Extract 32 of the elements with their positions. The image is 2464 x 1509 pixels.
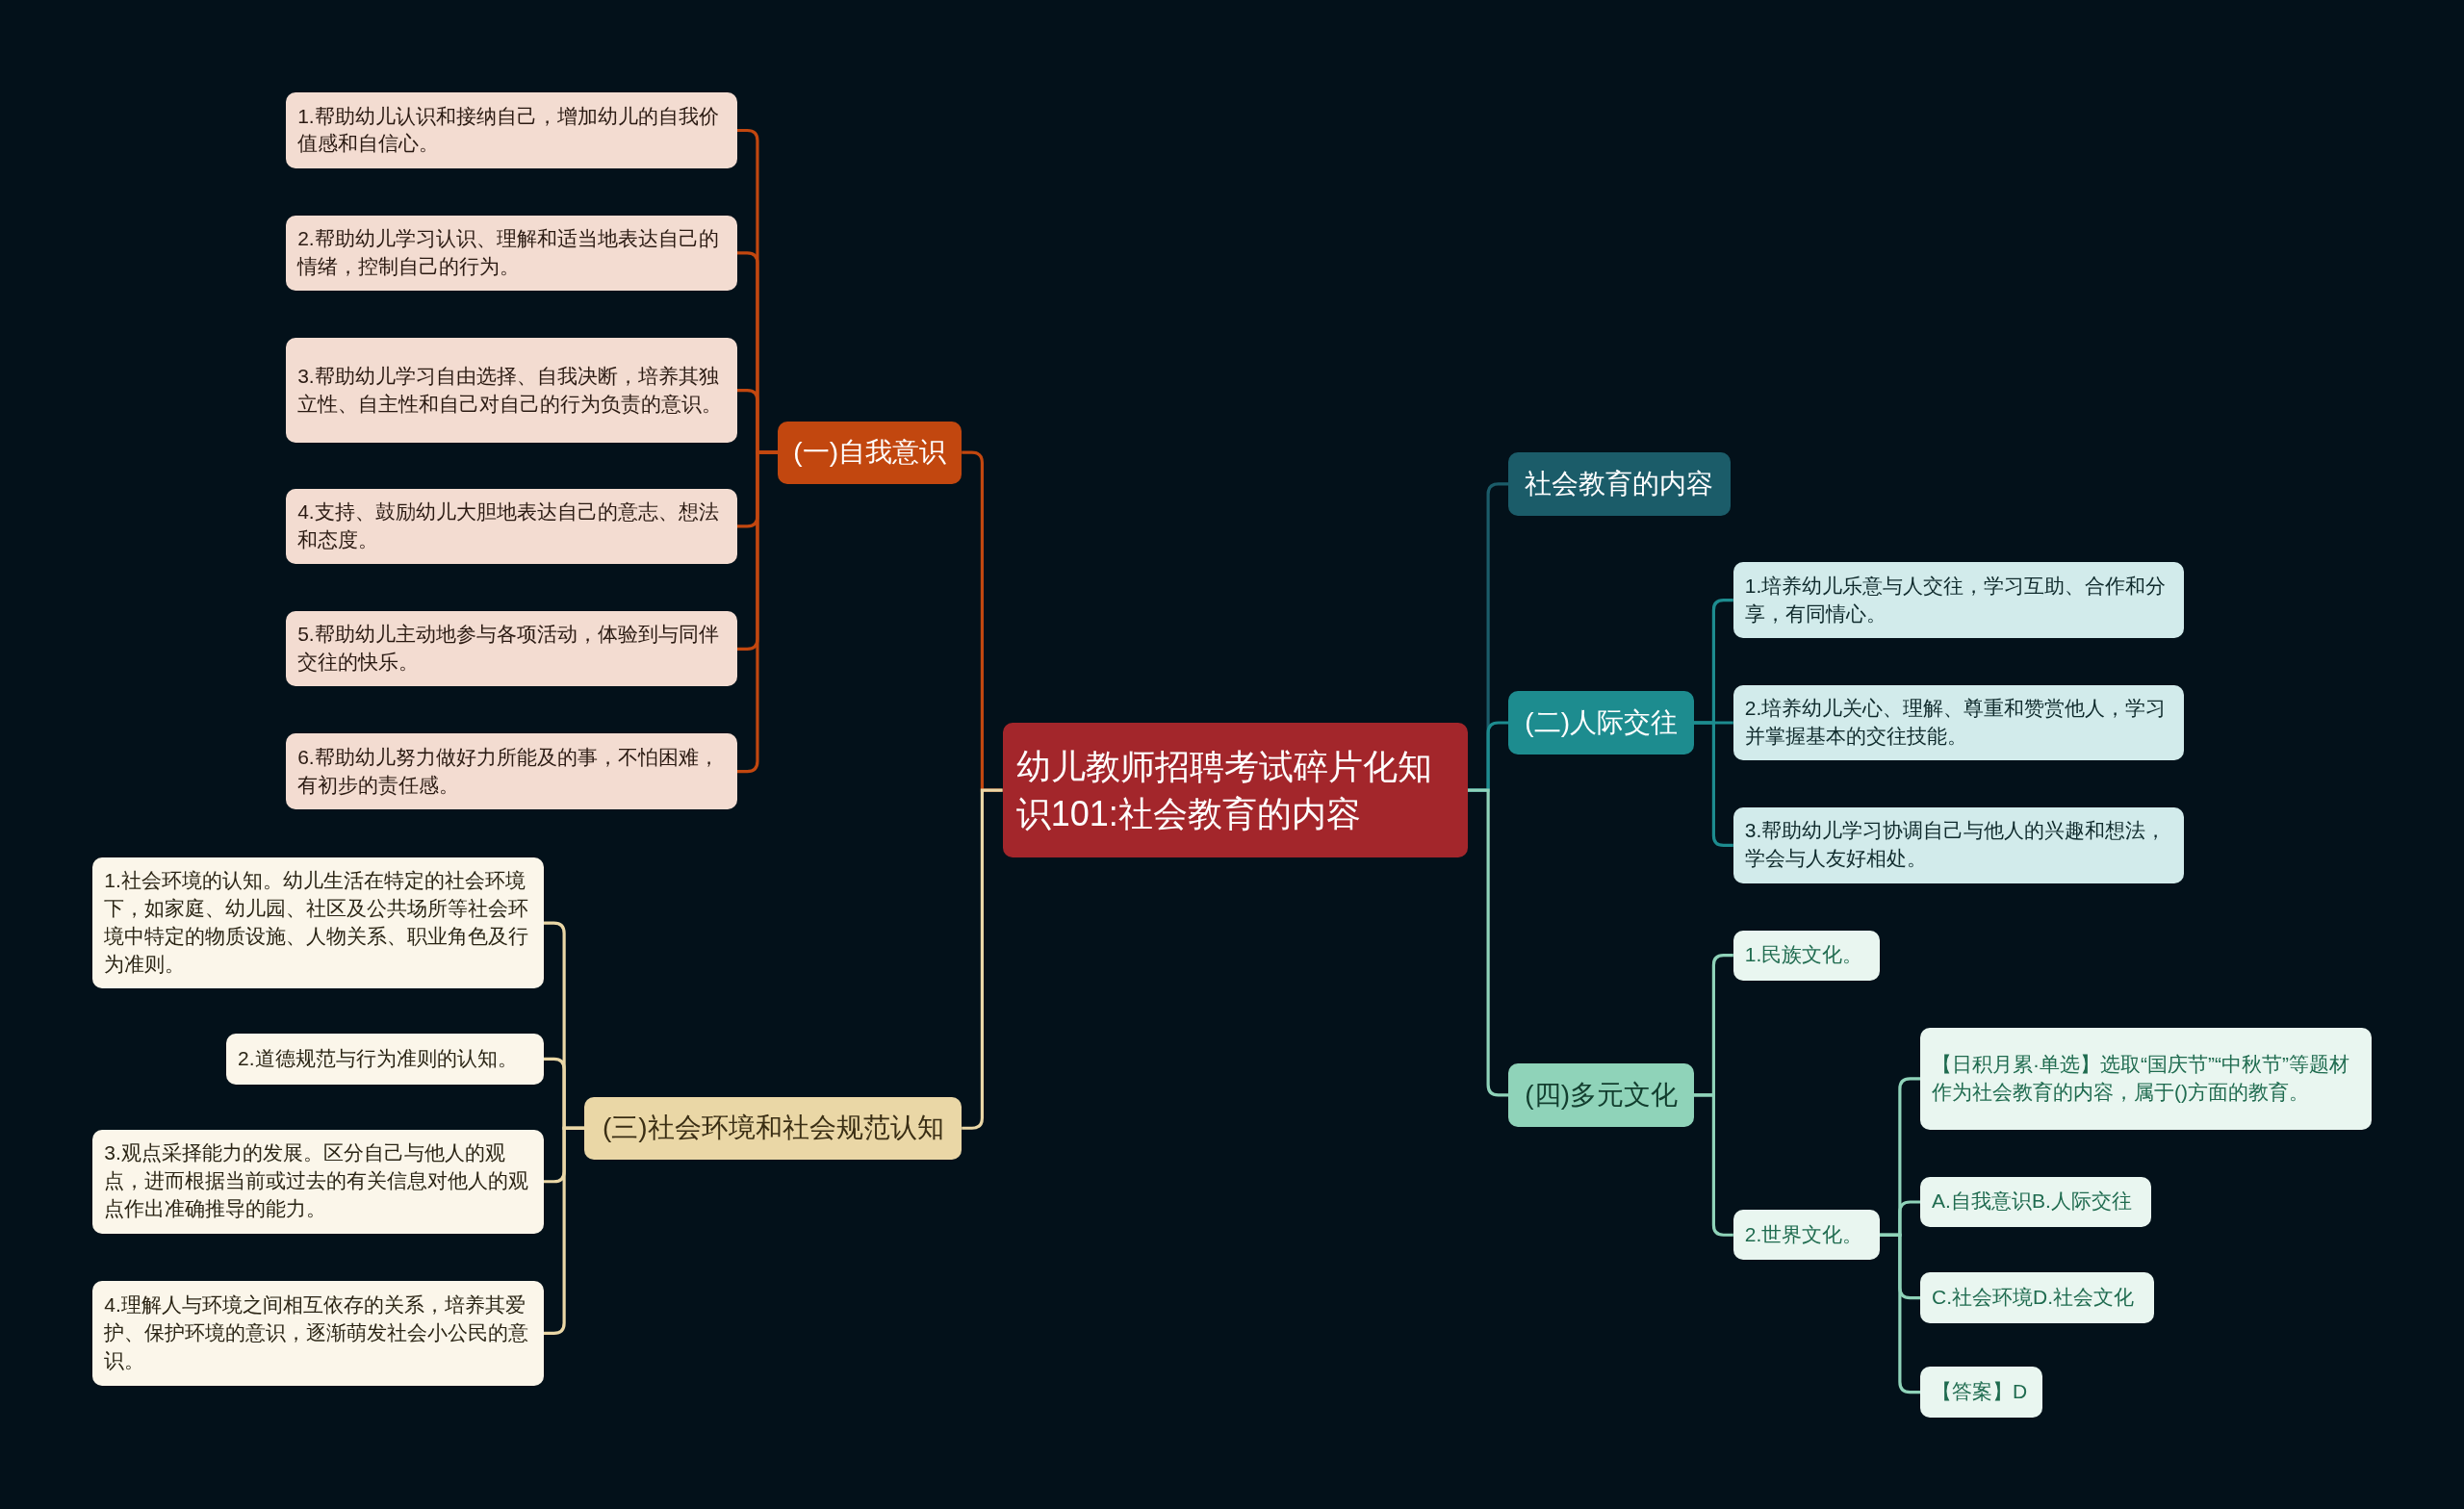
leaf-topic: 2.培养幼儿关心、理解、尊重和赞赏他人，学习并掌握基本的交往技能。 [1732, 684, 2185, 761]
branch-topic: (一)自我意识 [778, 421, 962, 484]
connector [962, 788, 1003, 1130]
leaf-topic: C.社会环境D.社会文化 [1920, 1272, 2155, 1323]
connector [543, 1126, 585, 1335]
connector [1879, 1233, 1921, 1394]
leaf-topic: 2.帮助幼儿学习认识、理解和适当地表达自己的情绪，控制自己的行为。 [286, 215, 737, 292]
leaf-topic: 【日积月累·单选】选取“国庆节”“中秋节”等题材作为社会教育的内容，属于()方面的教育。 [1920, 1027, 2372, 1130]
leaf-topic: 3.帮助幼儿学习协调自己与他人的兴趣和想法，学会与人友好相处。 [1732, 807, 2185, 883]
leaf-topic: 2.道德规范与行为准则的认知。 [226, 1034, 544, 1085]
leaf-topic: 1.社会环境的认知。幼儿生活在特定的社会环境下，如家庭、幼儿园、社区及公共场所等社会环境中特定的物质设施、人物关系、职业角色及行为准则。 [92, 857, 544, 988]
leaf-topic: A.自我意识B.人际交往 [1920, 1176, 2152, 1228]
branch-topic: (四)多元文化 [1508, 1063, 1694, 1127]
leaf-topic: 3.帮助幼儿学习自由选择、自我决断，培养其独立性、自主性和自己对自己的行为负责的意识。 [286, 338, 737, 444]
branch-topic: 社会教育的内容 [1508, 452, 1731, 516]
connector [1467, 788, 1509, 1097]
leaf-topic: 2.世界文化。 [1732, 1210, 1880, 1261]
leaf-topic: 1.培养幼儿乐意与人交往，学习互助、合作和分享，有同情心。 [1732, 562, 2185, 638]
leaf-topic: 4.理解人与环境之间相互依存的关系，培养其爱护、保护环境的意识，逐渐萌发社会小公民的意识。 [92, 1280, 544, 1386]
connector [1694, 1093, 1733, 1237]
leaf-topic: 4.支持、鼓励幼儿大胆地表达自己的意志、想法和态度。 [286, 488, 737, 565]
connector [1694, 721, 1733, 847]
branch-topic: (三)社会环境和社会规范认知 [584, 1096, 962, 1160]
leaf-topic: 1.帮助幼儿认识和接纳自己，增加幼儿的自我价值感和自信心。 [286, 92, 737, 168]
branch-topic: (二)人际交往 [1508, 691, 1694, 754]
central-topic: 幼儿教师招聘考试碎片化知识101:社会教育的内容 [1002, 723, 1468, 858]
leaf-topic: 1.民族文化。 [1732, 930, 1880, 981]
leaf-topic: 【答案】D [1920, 1367, 2043, 1418]
leaf-topic: 6.帮助幼儿努力做好力所能及的事，不怕困难，有初步的责任感。 [286, 733, 737, 809]
connector [736, 450, 779, 774]
leaf-topic: 3.观点采择能力的发展。区分自己与他人的观点，进而根据当前或过去的有关信息对他人的观点作出准确推导的能力。 [92, 1129, 544, 1234]
leaf-topic: 5.帮助幼儿主动地参与各项活动，体验到与同伴交往的快乐。 [286, 611, 737, 687]
